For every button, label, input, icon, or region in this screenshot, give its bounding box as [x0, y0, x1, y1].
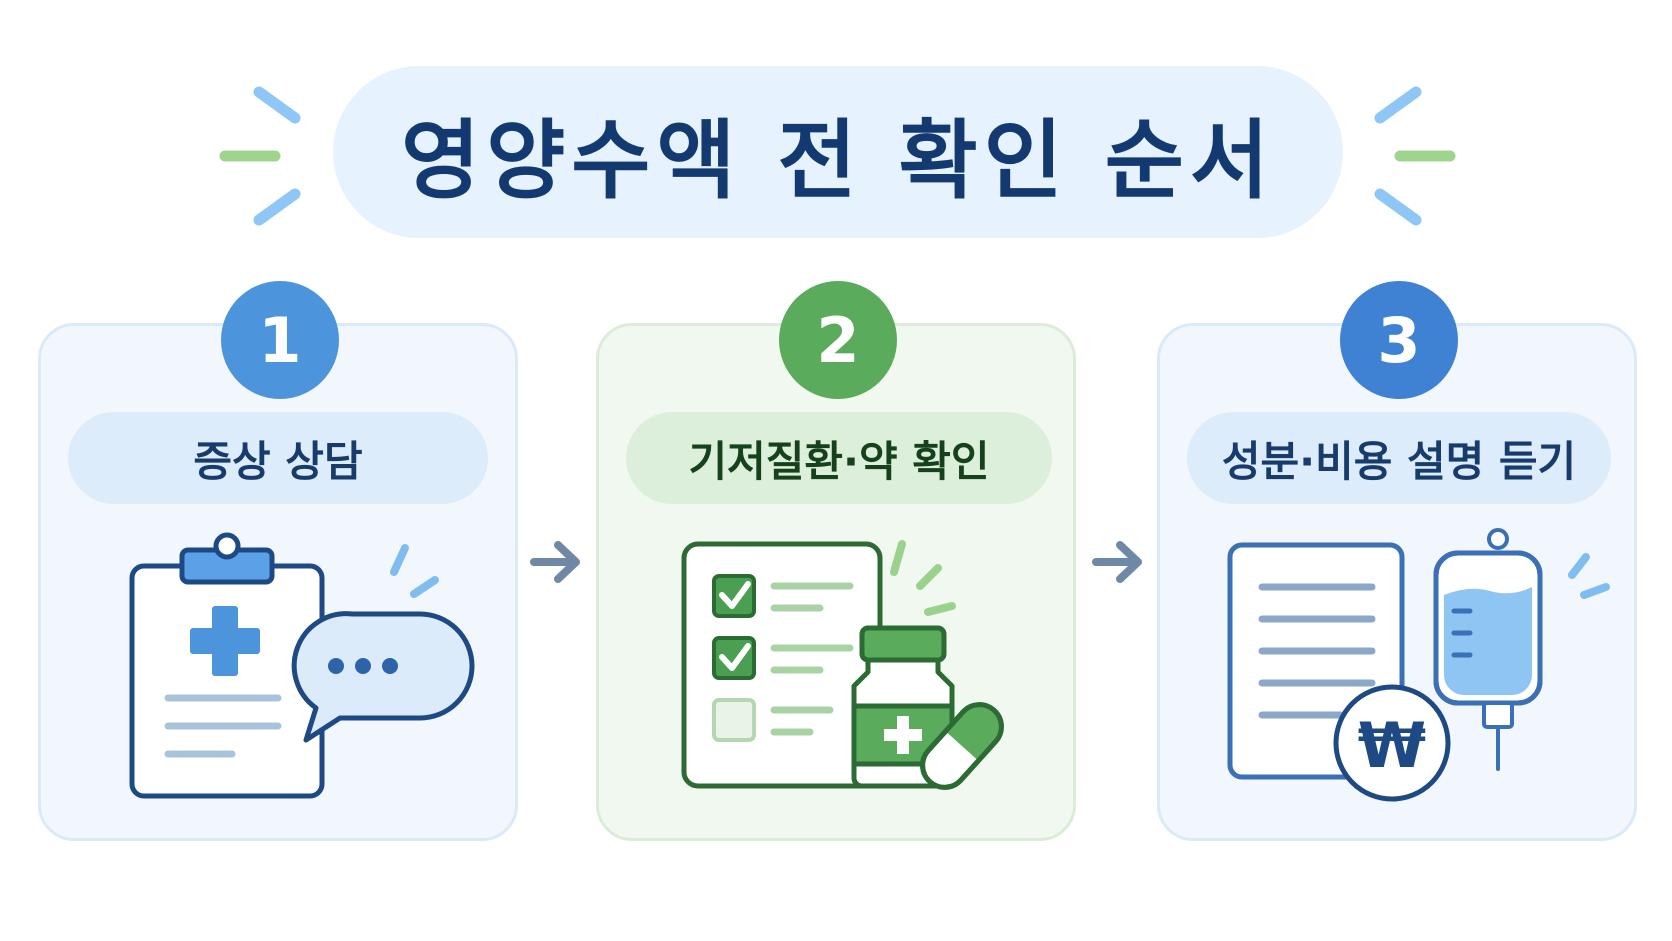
step-label-2: 기저질환·약 확인: [626, 412, 1052, 504]
page-title: 영양수액 전 확인 순서: [401, 110, 1275, 211]
step-number-3: 3: [1340, 281, 1458, 399]
won-symbol: ₩: [1358, 709, 1426, 782]
sparkle-right-icon: [1374, 86, 1456, 226]
clipboard-chat-icon: [129, 532, 475, 799]
step-number-1: 1: [221, 281, 339, 399]
sparkle-left-icon: [219, 86, 301, 226]
step-label-3: 성분·비용 설명 듣기: [1187, 412, 1611, 504]
document-won-iv-icon: ₩: [1227, 528, 1610, 802]
step-number-2: 2: [779, 281, 897, 399]
arrow-right-icon: [530, 541, 580, 583]
checklist-medicine-icon: [681, 540, 1004, 790]
arrow-right-icon: [1092, 541, 1142, 583]
step-label-1: 증상 상담: [68, 412, 488, 504]
title-banner: 영양수액 전 확인 순서: [333, 66, 1343, 238]
